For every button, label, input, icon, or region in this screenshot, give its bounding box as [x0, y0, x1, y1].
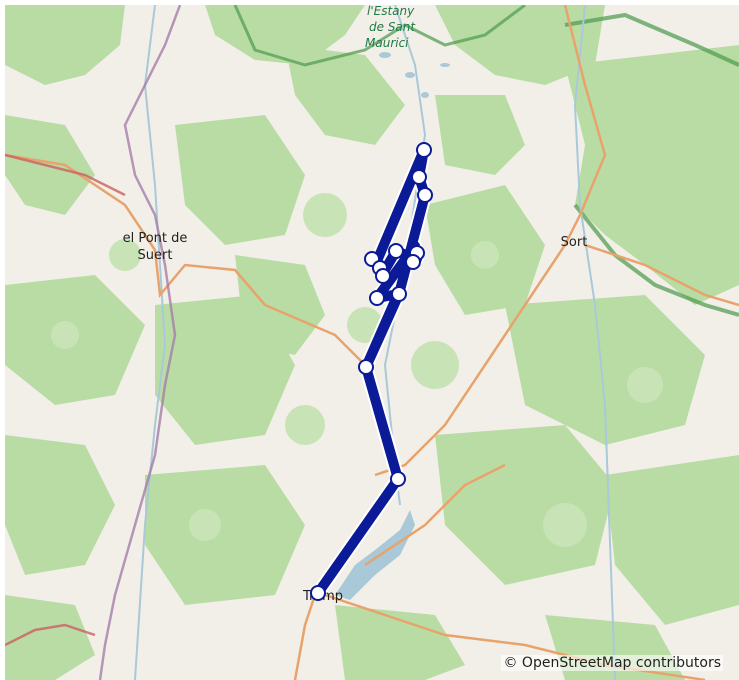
regional-border: [5, 153, 126, 197]
waypoint-marker[interactable]: [388, 243, 404, 259]
admin-border: [98, 5, 182, 680]
waypoint-marker[interactable]: [358, 359, 374, 375]
label-pont-de-suert-line2: Suert: [138, 248, 173, 263]
national-park-border: [233, 5, 526, 67]
label-estany-line3: Maurici: [365, 36, 409, 50]
lakes: [379, 52, 450, 98]
map-attribution[interactable]: © OpenStreetMap contributors: [501, 655, 723, 671]
route-markers[interactable]: [310, 142, 433, 601]
label-estany-line1: l'Estany: [367, 5, 415, 18]
waypoint-marker[interactable]: [390, 471, 406, 487]
waypoint-marker[interactable]: [416, 142, 432, 158]
roads: [5, 5, 739, 680]
label-estany-line2: de Sant: [369, 20, 416, 34]
natural-park-border: [564, 12, 739, 317]
waypoint-marker[interactable]: [411, 169, 427, 185]
waypoint-marker[interactable]: [417, 187, 433, 203]
waypoint-marker[interactable]: [405, 254, 421, 270]
map-canvas[interactable]: l'Estany de Sant Maurici el Pont de Suer…: [5, 5, 739, 680]
waypoint-marker[interactable]: [310, 585, 326, 601]
regional-border-south: [5, 623, 96, 647]
waypoint-marker[interactable]: [391, 286, 407, 302]
label-sort: Sort: [561, 235, 588, 250]
waypoint-marker[interactable]: [375, 268, 391, 284]
reservoir: [335, 510, 415, 600]
waypoint-marker[interactable]: [369, 290, 385, 306]
label-pont-de-suert-line1: el Pont de: [123, 231, 188, 246]
